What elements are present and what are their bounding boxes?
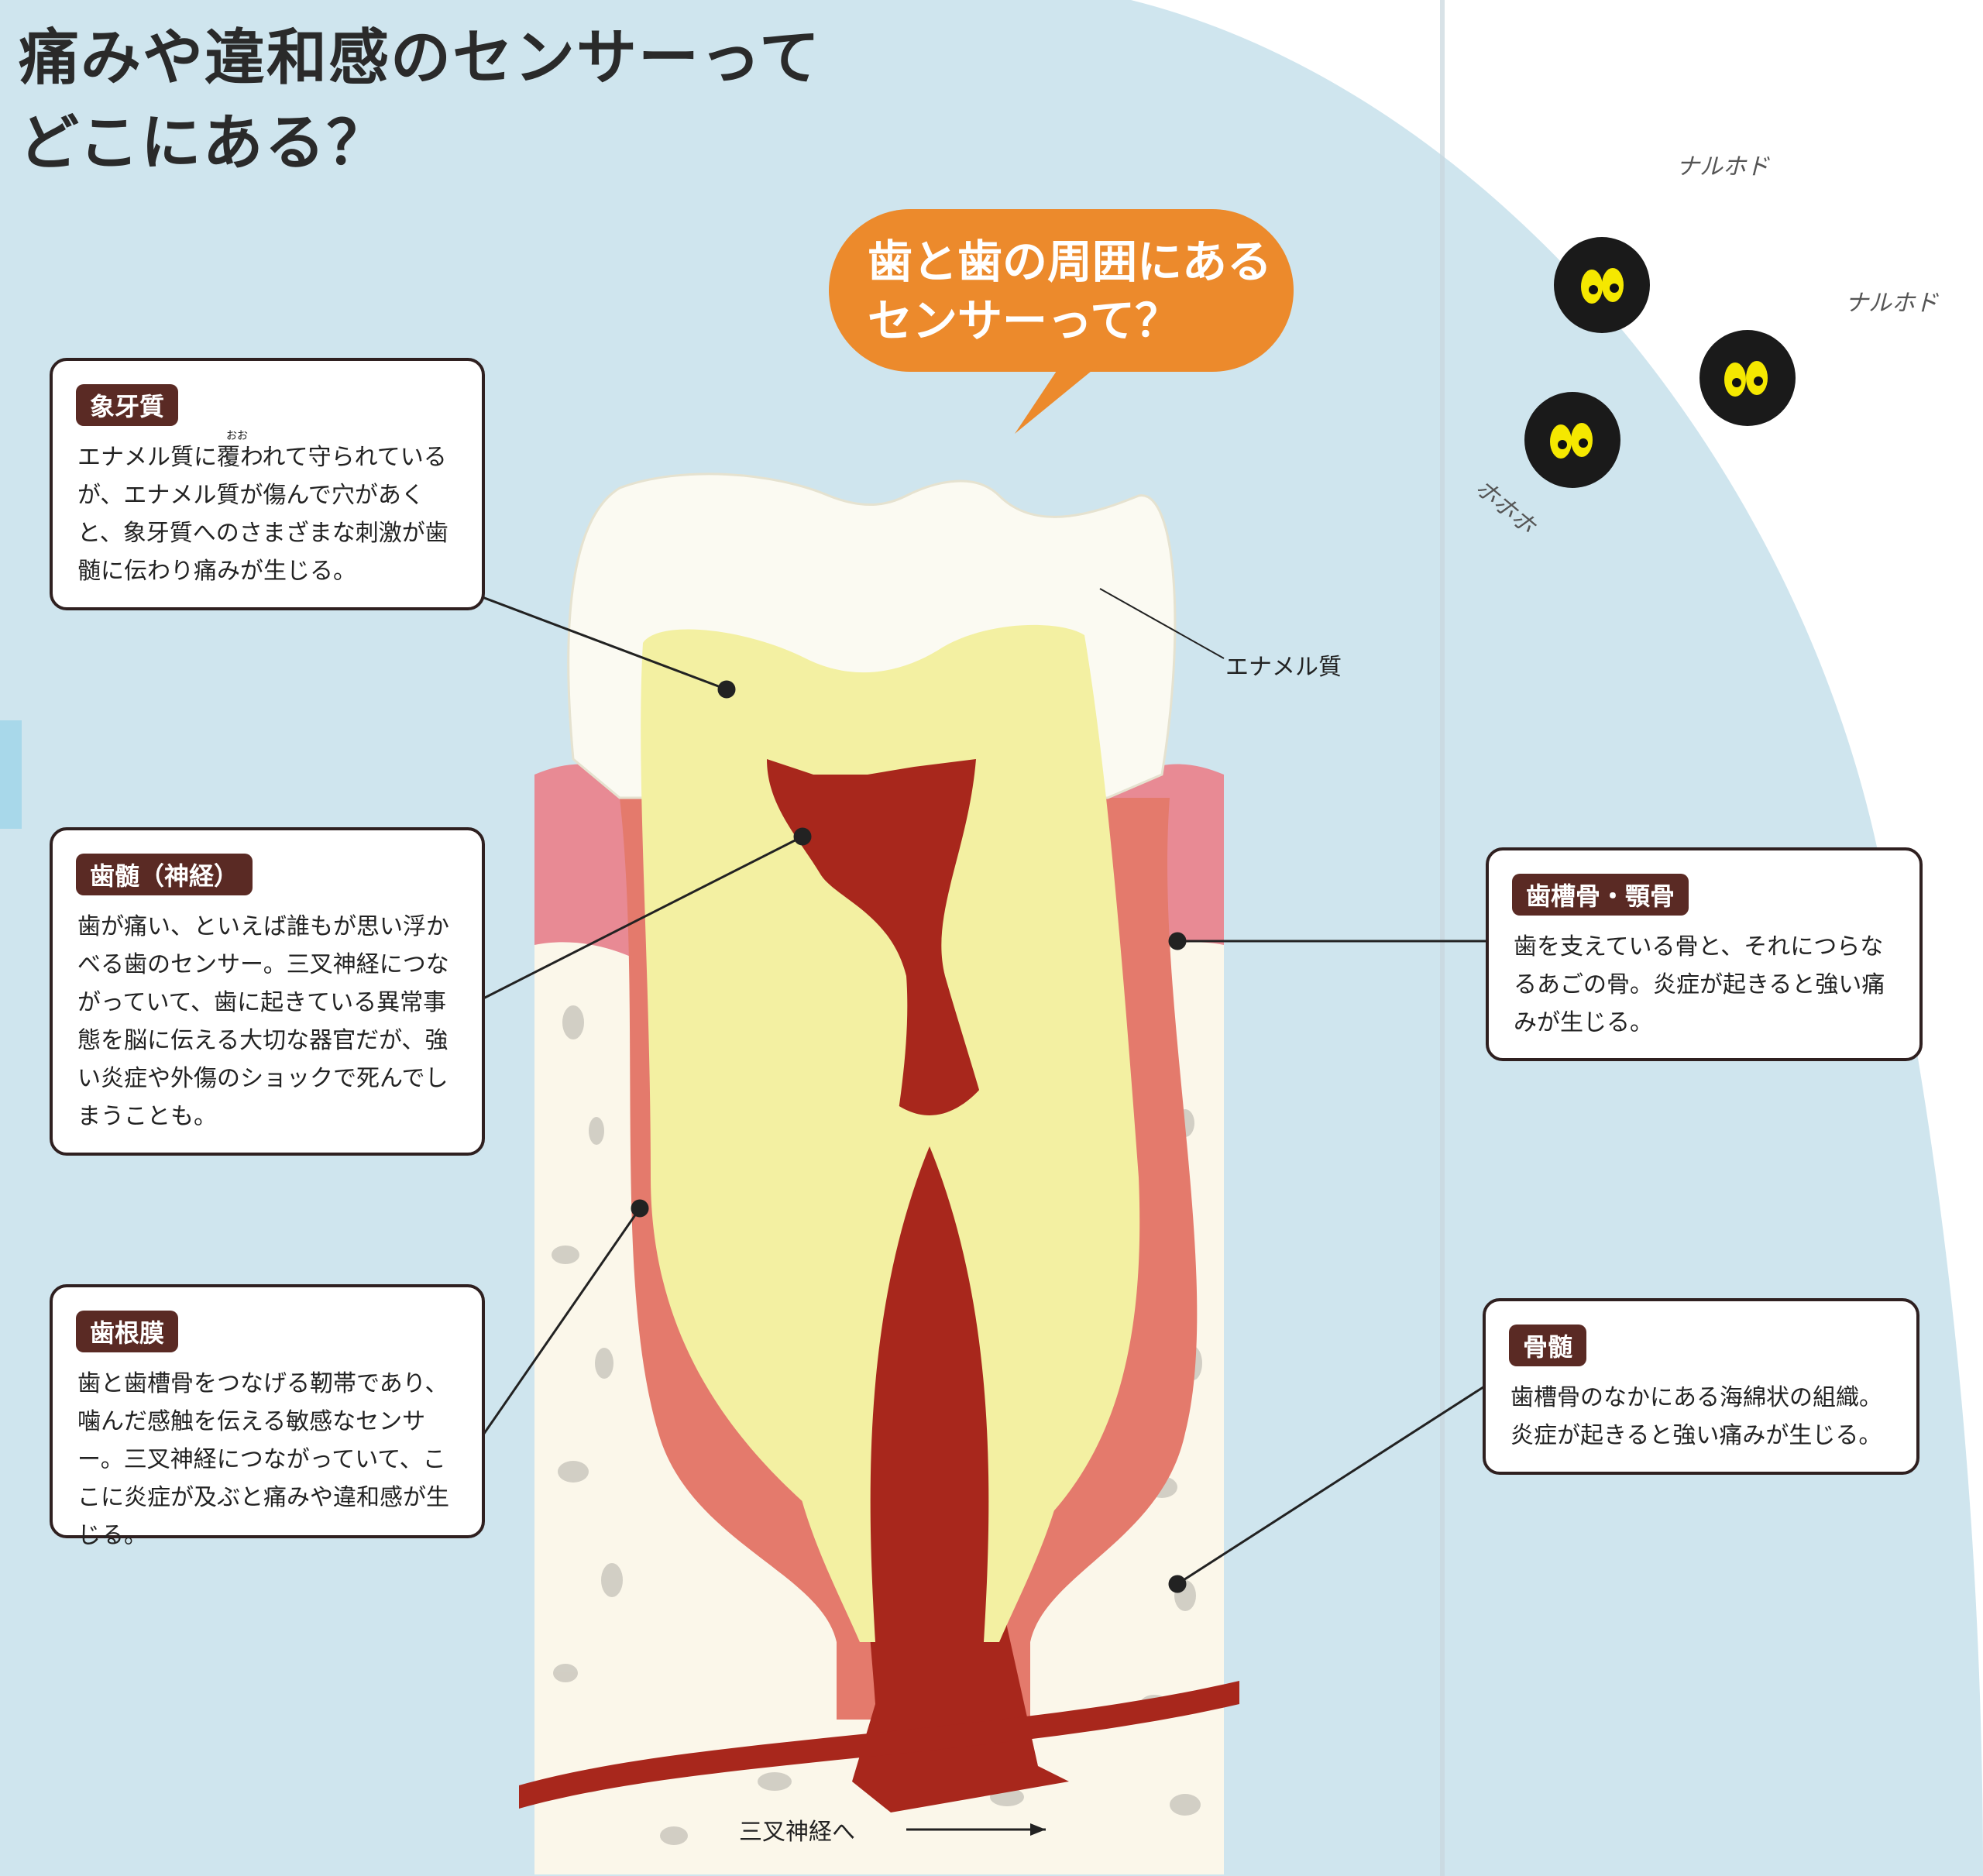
title-line-1: 痛みや違和感のセンサーって [19, 23, 822, 93]
dentin-body: エナメル質に覆われて守られているが、エナメル質が傷んで穴があくと、象牙質へのさま… [77, 444, 448, 585]
bubble-text: 歯と歯の周囲にある センサーって？ [868, 232, 1273, 350]
marrow-tag: 骨髄 [1509, 1325, 1587, 1366]
marrow-body: 歯槽骨のなかにある海綿状の組織。炎症が起きると強い痛みが生じる。 [1510, 1384, 1882, 1449]
soot-sprite-characters [1524, 237, 1796, 488]
dentin-callout: 象牙質 おお エナメル質に覆われて守られているが、エナメル質が傷んで穴があくと、… [50, 358, 485, 610]
ligament-body: 歯と歯槽骨をつなげる靭帯であり、噛んだ感触を伝える敏感なセンサー。三叉神経につな… [77, 1370, 449, 1549]
enamel-label: エナメル質 [1225, 654, 1342, 681]
left-margin-strip [0, 720, 22, 829]
nerve-label: 三叉神経へ [739, 1819, 855, 1846]
pulp-tag: 歯髄（神経） [76, 854, 253, 895]
leader-lines [479, 588, 1491, 1593]
speech-bubble [829, 209, 1294, 434]
bubble-line-1: 歯と歯の周囲にある [868, 235, 1273, 288]
page-title: 痛みや違和感のセンサーって どこにある？ [19, 15, 821, 186]
ligament-tag: 歯根膜 [76, 1311, 179, 1352]
pulp-body: 歯が痛い、といえば誰もが思い浮かべる歯のセンサー。三叉神経につながっていて、歯に… [77, 913, 449, 1130]
ligament-callout: 歯根膜 歯と歯槽骨をつなげる靭帯であり、噛んだ感触を伝える敏感なセンサー。三叉神… [50, 1284, 485, 1549]
pulp-callout: 歯髄（神経） 歯が痛い、といえば誰もが思い浮かべる歯のセンサー。三叉神経につなが… [50, 827, 485, 1156]
handwriting-a: ナルホド [1676, 153, 1769, 180]
title-line-2: どこにある？ [19, 108, 389, 178]
bone-tag: 歯槽骨・顎骨 [1512, 874, 1689, 916]
bone-callout: 歯槽骨・顎骨 歯を支えている骨と、それにつらなるあごの骨。炎症が起きると強い痛み… [1486, 847, 1923, 1061]
handwriting-b: ナルホド [1845, 290, 1938, 317]
pulp-canal-cover [788, 953, 1071, 1642]
bubble-line-2: センサーって？ [868, 294, 1181, 347]
marrow-callout: 骨髄 歯槽骨のなかにある海綿状の組織。炎症が起きると強い痛みが生じる。 [1483, 1298, 1919, 1475]
dentin-ruby: おお [226, 430, 248, 442]
trigeminal-nerve [519, 1681, 1239, 1809]
bone-body: 歯を支えている骨と、それにつらなるあごの骨。炎症が起きると強い痛みが生じる。 [1514, 933, 1885, 1036]
nerve-arrow-head [1030, 1823, 1046, 1836]
dentin-tag: 象牙質 [76, 384, 179, 426]
